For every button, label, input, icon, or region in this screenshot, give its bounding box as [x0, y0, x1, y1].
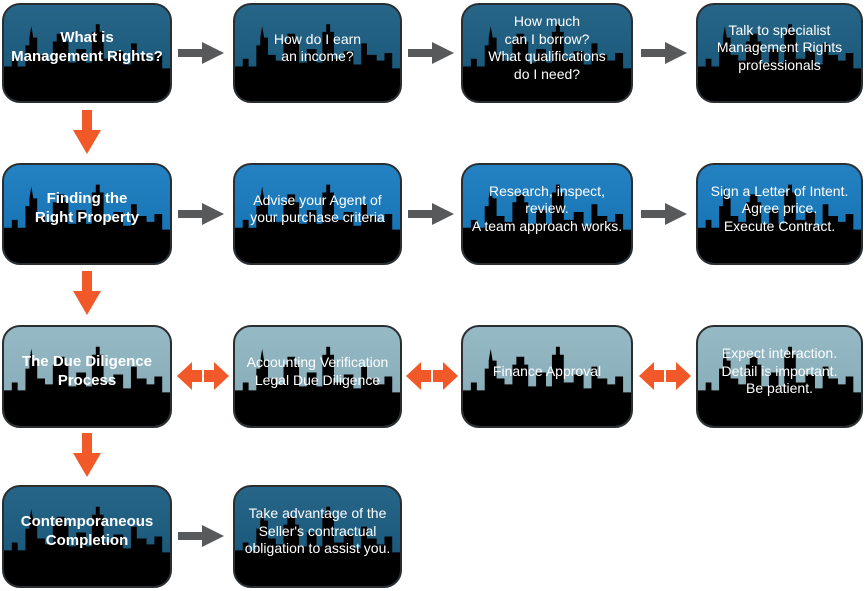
- box-due-diligence-process: The Due Diligence Process: [2, 325, 172, 428]
- right-arrow-icon: [433, 362, 458, 390]
- box-expect-interaction: Expect interaction. Detail is important.…: [696, 325, 863, 428]
- box-label: Sign a Letter of Intent. Agree price. Ex…: [710, 182, 849, 234]
- box-letter-of-intent: Sign a Letter of Intent. Agree price. Ex…: [696, 163, 863, 265]
- box-finding-right-property: Finding the Right Property: [2, 163, 172, 265]
- right-arrow-icon: [178, 525, 224, 547]
- box-specialist-professionals: Talk to specialist Management Rights pro…: [696, 3, 863, 103]
- box-label: The Due Diligence Process: [21, 352, 153, 389]
- box-label: How do I earn an income?: [273, 30, 362, 65]
- right-arrow-icon: [178, 42, 224, 64]
- left-arrow-icon: [406, 362, 431, 390]
- left-arrow-icon: [177, 362, 202, 390]
- right-arrow-icon: [204, 362, 229, 390]
- box-label: Talk to specialist Management Rights pro…: [716, 21, 843, 73]
- right-arrow-icon: [641, 203, 687, 225]
- box-label: Finding the Right Property: [34, 190, 140, 226]
- box-accounting-legal: Accounting Verification Legal Due Dilige…: [233, 325, 402, 428]
- box-what-is-management-rights: What is Management Rights?: [2, 3, 172, 103]
- box-advise-agent: Advise your Agent of your purchase crite…: [233, 163, 402, 265]
- bidirectional-arrows-icon: [406, 362, 458, 390]
- box-contemporaneous-completion: Contemporaneous Completion: [2, 485, 172, 588]
- bidirectional-arrows-icon: [177, 362, 229, 390]
- down-arrow-icon: [73, 433, 101, 477]
- box-finance-approval: Finance Approval: [461, 325, 633, 428]
- down-arrow-icon: [73, 271, 101, 315]
- box-seller-obligation: Take advantage of the Seller's contractu…: [233, 485, 402, 588]
- box-label: Finance Approval: [492, 362, 602, 379]
- box-borrow-qualifications: How much can I borrow? What qualificatio…: [461, 3, 633, 103]
- left-arrow-icon: [639, 362, 664, 390]
- box-label: Take advantage of the Seller's contractu…: [244, 505, 391, 557]
- box-label: Advise your Agent of your purchase crite…: [250, 191, 385, 226]
- box-label: Accounting Verification Legal Due Dilige…: [246, 354, 389, 388]
- box-label: How much can I borrow? What qualificatio…: [488, 13, 606, 82]
- right-arrow-icon: [408, 42, 454, 64]
- bidirectional-arrows-icon: [639, 362, 691, 390]
- box-earn-income: How do I earn an income?: [233, 3, 402, 103]
- box-label: Contemporaneous Completion: [20, 512, 154, 549]
- right-arrow-icon: [178, 203, 224, 225]
- box-label: Research, inspect, review. A team approa…: [471, 182, 623, 234]
- box-label: What is Management Rights?: [11, 29, 163, 65]
- box-research-inspect-review: Research, inspect, review. A team approa…: [461, 163, 633, 265]
- right-arrow-icon: [408, 203, 454, 225]
- right-arrow-icon: [641, 42, 687, 64]
- box-label: Expect interaction. Detail is important.…: [721, 345, 838, 397]
- down-arrow-icon: [73, 110, 101, 154]
- right-arrow-icon: [666, 362, 691, 390]
